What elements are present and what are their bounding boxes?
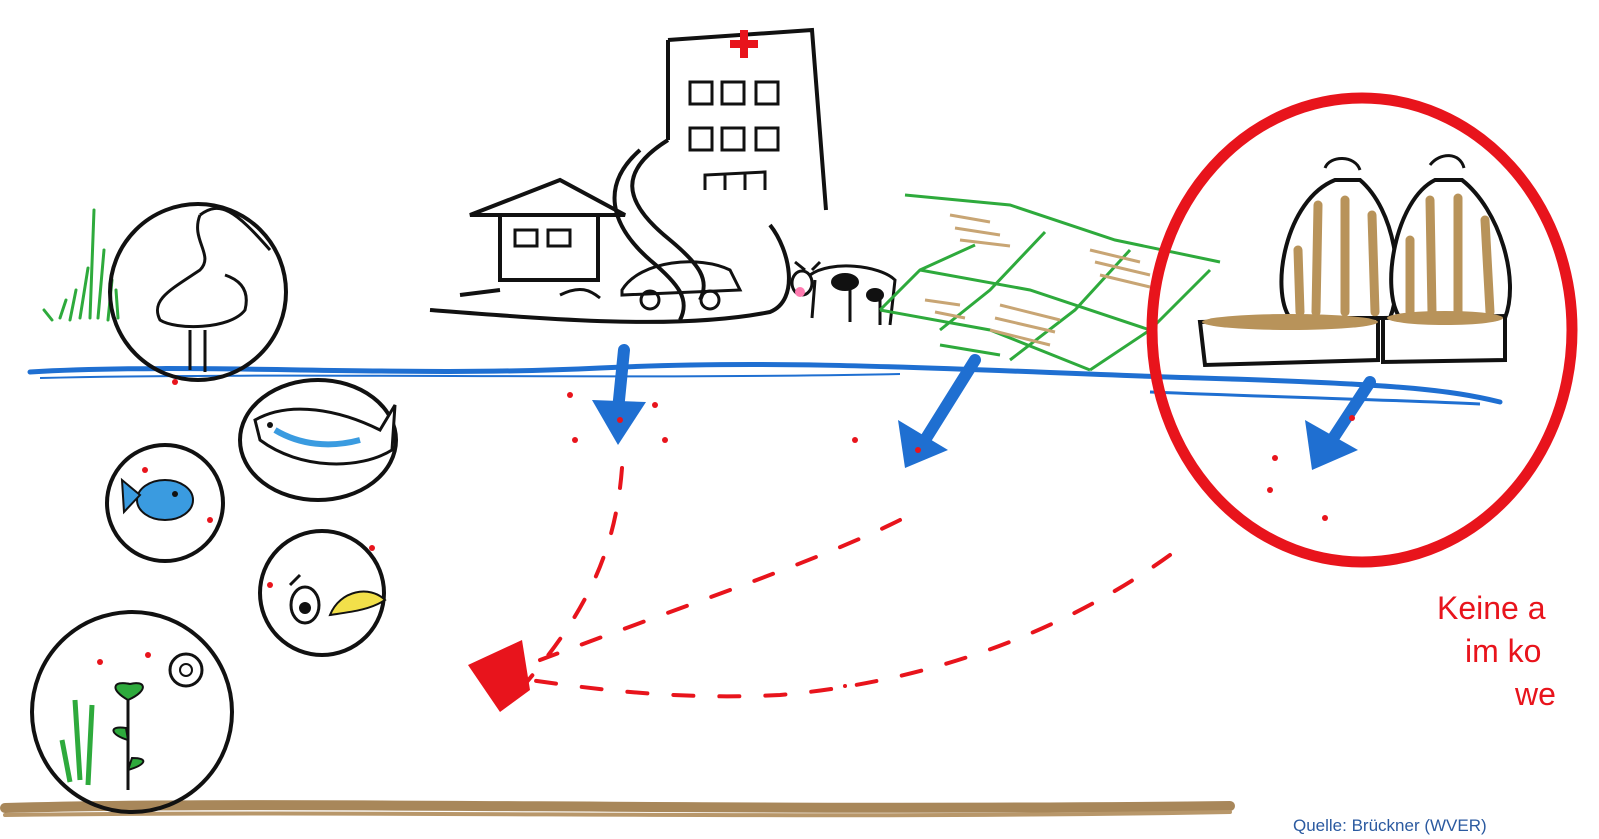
heron-icon <box>110 204 286 385</box>
caption-line-3: we <box>1515 674 1556 714</box>
source-note: Quelle: Brückner (WVER) <box>1293 816 1487 836</box>
hospital-icon <box>668 30 826 210</box>
pollutant-dots <box>567 392 1328 688</box>
discharge-arrow-treatment-plant <box>1305 382 1370 470</box>
house-icon <box>470 180 625 280</box>
cow-icon <box>792 262 895 325</box>
river-line <box>30 365 1500 405</box>
grass-icon <box>44 210 118 320</box>
fish-icon <box>240 380 396 500</box>
pollutant-sink-marker <box>468 640 530 712</box>
snail-icon <box>260 531 385 655</box>
plant-icon <box>32 612 232 812</box>
road-shape <box>430 140 789 322</box>
caption-line-2: im ko <box>1465 631 1541 671</box>
discharge-arrow-agriculture <box>898 360 975 468</box>
car-icon <box>560 262 740 309</box>
field-icon <box>880 195 1220 370</box>
small-fish-icon <box>107 445 223 561</box>
pollutant-paths <box>520 468 1170 696</box>
ground-line <box>5 805 1230 815</box>
caption-line-1: Keine a <box>1437 588 1546 628</box>
treatment-plant-icon <box>1200 156 1510 365</box>
